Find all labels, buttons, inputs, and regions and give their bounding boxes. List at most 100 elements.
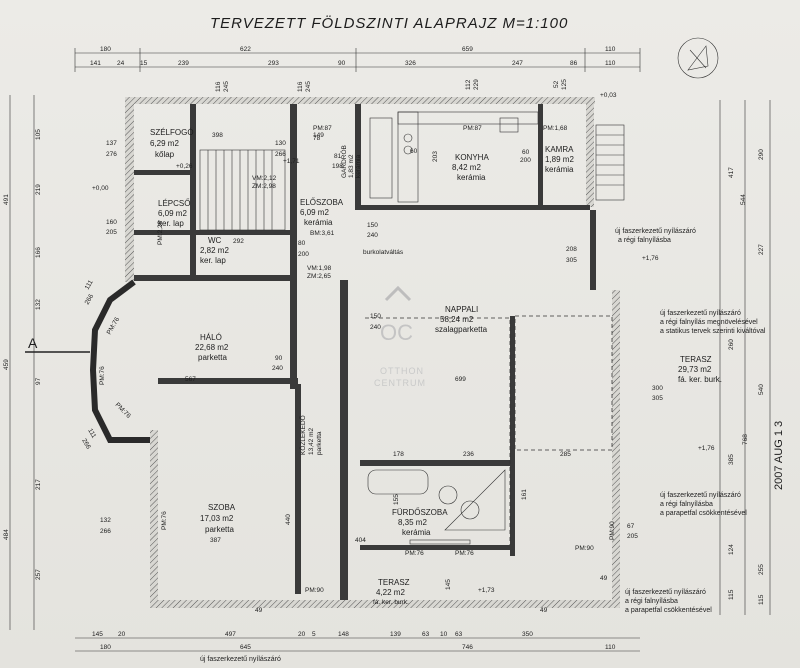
dim: 266 <box>100 528 111 535</box>
window-note-3: új faszerkezetű nyílászáró a régi falnyí… <box>660 492 747 517</box>
dim-v-116a: 116 <box>215 81 222 92</box>
label-pm90c: PM:90 <box>609 521 616 540</box>
note-line: a régi falnyílásba <box>618 237 671 244</box>
dim: 203 <box>432 151 439 162</box>
window-note-1: új faszerkezetű nyílászáró a régi falnyí… <box>615 228 696 244</box>
dim: 132 <box>100 517 111 524</box>
dim: 111 <box>84 279 95 291</box>
label-zm265: ZM:2,65 <box>307 273 331 280</box>
room-nappali: NAPPALI 58,24 m2 szalagparketta <box>435 305 488 334</box>
dim-v-52: 52 <box>553 80 560 88</box>
dim: 49 <box>600 575 608 582</box>
dim: 200 <box>520 157 531 164</box>
dim-v-116b: 116 <box>297 81 304 92</box>
dim-top-180: 180 <box>100 46 111 53</box>
exterior-stairs <box>595 124 625 201</box>
dim-right-115a: 115 <box>728 589 735 600</box>
dim-right-255: 255 <box>758 564 765 575</box>
note-line: a parapetfal csökkentésével <box>660 510 747 517</box>
level-173: +1,73 <box>478 587 495 594</box>
label-pm76c: PM:76 <box>114 401 133 420</box>
dim-v-245a: 245 <box>223 81 230 92</box>
dim-v-112: 112 <box>465 79 472 90</box>
dim: 130 <box>275 140 286 147</box>
dim-top2-239: 239 <box>178 60 189 67</box>
room-name: WC <box>208 236 222 245</box>
dim-right-115b: 115 <box>758 594 765 605</box>
watermark-line1: OTTHON <box>380 366 424 376</box>
label-vm198: VM:1,98 <box>307 265 332 272</box>
dim: 240 <box>272 365 283 372</box>
dim-right-385: 385 <box>728 454 735 465</box>
label-pm76b: PM:76 <box>99 366 106 385</box>
label-pm87b: PM:87 <box>463 125 482 132</box>
dim-right-540: 540 <box>758 384 765 395</box>
label-zm298: ZM:2,98 <box>252 183 276 190</box>
dim-top-659: 659 <box>462 46 473 53</box>
room-furdo: FÜRDŐSZOBA 8,35 m2 kerámia <box>392 508 448 537</box>
label-pm90a: PM:90 <box>305 587 324 594</box>
dim: 60 <box>522 149 530 156</box>
label-burkolatvaltas: burkolatváltás <box>363 249 404 256</box>
dim: 236 <box>463 451 474 458</box>
dim: 205 <box>627 533 638 540</box>
stairs <box>199 149 286 231</box>
label-pm76f: PM:76 <box>455 550 474 557</box>
label-pm76a: PM:76 <box>106 316 122 336</box>
north-arrow-icon <box>677 37 719 79</box>
left-dimension-lines <box>9 95 35 630</box>
dim-v-125: 125 <box>561 79 568 90</box>
dim: 90 <box>275 355 283 362</box>
dim-left-491: 491 <box>3 194 10 205</box>
room-finish: parketta <box>205 525 234 534</box>
room-finish: szalagparketta <box>435 325 488 334</box>
room-name: SZOBA <box>208 503 236 512</box>
label-pm90b: PM:90 <box>575 545 594 552</box>
room-finish: kőlap <box>155 150 175 159</box>
room-area: 6,29 m2 <box>150 139 179 148</box>
dim: 305 <box>652 395 663 402</box>
top-dimension-lines <box>74 48 641 72</box>
dim: 285 <box>560 451 571 458</box>
dim-left-484: 484 <box>3 529 10 540</box>
room-name: GARDRÓB <box>339 145 348 178</box>
dim-bottom2-110: 110 <box>605 644 616 651</box>
room-finish: fá. ker. burk. <box>678 375 722 384</box>
room-area: 1,83 m2 <box>348 154 355 178</box>
dim: 240 <box>367 232 378 239</box>
note-line: a statikus tervek szerinti kiváltóval <box>660 328 766 335</box>
dim: 305 <box>566 257 577 264</box>
room-name: KONYHA <box>455 153 489 162</box>
room-name: HÁLÓ <box>200 333 222 342</box>
dim: 80 <box>298 240 306 247</box>
dim-left-132: 132 <box>35 299 42 310</box>
room-finish: parketta <box>198 353 227 362</box>
dim: 200 <box>298 251 309 258</box>
watermark-line2: CENTRUM <box>374 378 426 388</box>
dim: 300 <box>652 385 663 392</box>
room-finish: ker. lap <box>158 219 184 228</box>
dim-top2-90: 90 <box>338 60 346 67</box>
level-000: +0,00 <box>92 185 109 192</box>
note-line: a régi falnyílás megnövelésével <box>660 319 758 326</box>
level-171: +1,71 <box>283 158 300 165</box>
inner-dimensions: 137 276 160 205 398 130 266 81 198 78 14… <box>80 132 663 614</box>
dim-top-622: 622 <box>240 46 251 53</box>
bottom-dimension-lines <box>75 637 640 652</box>
dim-bottom2-746: 746 <box>462 644 473 651</box>
dim: 137 <box>106 140 117 147</box>
room-area: 6,09 m2 <box>300 208 329 217</box>
dim-left-97: 97 <box>35 377 42 385</box>
room-name: FÜRDŐSZOBA <box>392 508 448 517</box>
dim-v-245b: 245 <box>305 81 312 92</box>
dim: 240 <box>370 324 381 331</box>
dim: 567 <box>185 376 196 383</box>
room-szelfogo: SZÉLFOGÓ 6,29 m2 kőlap <box>150 128 194 159</box>
dim: 81 <box>334 153 342 160</box>
dim-top2-141: 141 <box>90 60 101 67</box>
level-003: +0,03 <box>600 92 617 99</box>
note-line: a régi falnyílásba <box>660 501 713 508</box>
dim-bottom-350: 350 <box>522 631 533 638</box>
dim: 404 <box>355 537 366 544</box>
